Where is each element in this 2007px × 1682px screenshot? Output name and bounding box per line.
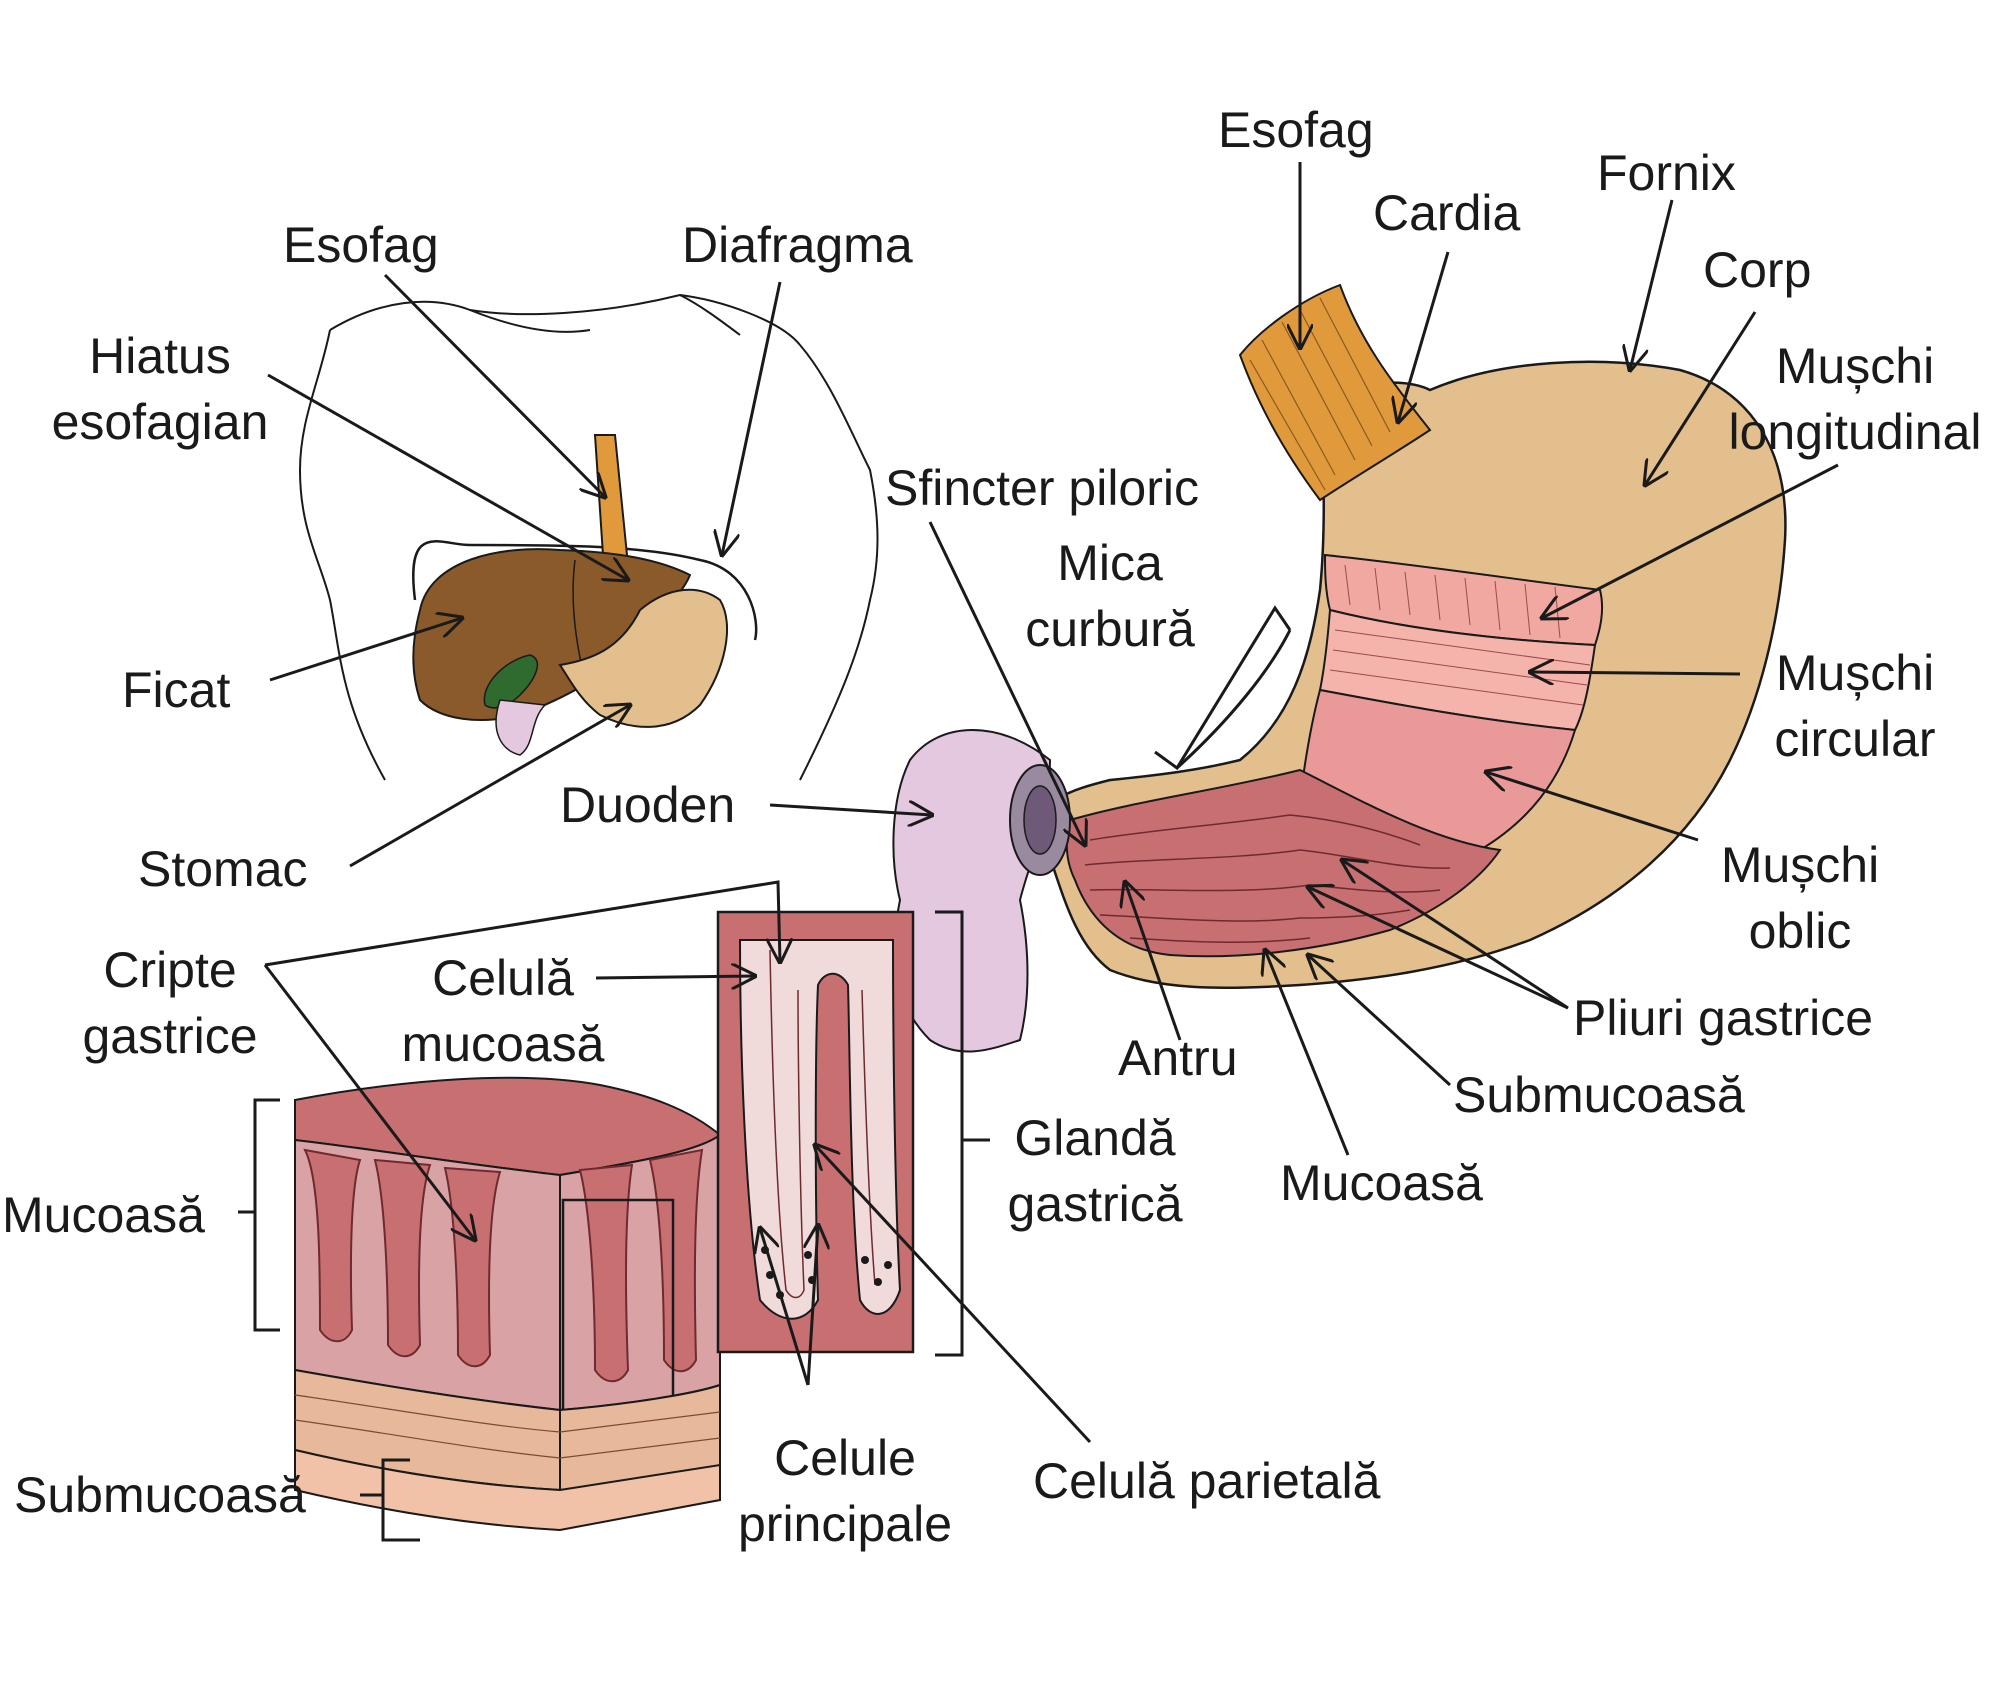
label-cardia: Cardia [1373,185,1521,241]
label-oblique-muscle-line2: oblic [1748,903,1852,959]
label-stomach-body: Stomac [138,841,308,897]
label-mucous-cell-line1: Celulă [432,950,574,1006]
label-diaphragm: Diafragma [682,217,913,273]
label-mucosa-stomach: Mucoasă [1280,1155,1483,1211]
label-mucous-cell-line2: mucoasă [401,1016,605,1072]
label-antrum: Antru [1118,1030,1238,1086]
gastric-folds [1084,814,1451,943]
label-mucosa-tissue: Mucoasă [2,1187,205,1243]
torso-outline [298,293,879,781]
tissue-block-muscularis [294,1448,721,1532]
body-intestine [495,699,547,756]
label-parietal-cell: Celulă parietală [1033,1453,1381,1509]
label-longitudinal-muscle-line1: Mușchi [1775,338,1935,394]
brackets [253,605,1292,1542]
label-gastric-folds: Pliuri gastrice [1573,990,1874,1046]
label-chief-cells-line1: Celule [774,1430,916,1486]
label-submucosa-tissue: Submucoasă [14,1467,306,1523]
label-hiatus-line2: esofagian [51,394,269,450]
leader-lines [238,162,1839,1497]
label-liver: Ficat [122,662,231,718]
label-duodenum: Duoden [560,777,736,833]
label-lesser-curvature-line2: curbură [1025,601,1195,657]
label-circular-muscle-line1: Mușchi [1775,645,1935,701]
label-submucosa-stomach: Submucoasă [1453,1067,1745,1123]
label-oblique-muscle-line1: Mușchi [1720,837,1880,893]
body-stomach [558,588,728,728]
pyloric-opening [1023,785,1057,855]
label-pyloric-sphincter: Sfincter piloric [885,460,1199,516]
label-fornix: Fornix [1597,145,1736,201]
label-lesser-curvature-line1: Mica [1057,535,1163,591]
label-body-esophagus: Esofag [283,217,439,273]
label-chief-cells-line2: principale [737,1496,952,1552]
label-gastric-gland-line1: Glandă [1014,1110,1176,1166]
label-gastric-crypts-line1: Cripte [103,942,237,998]
label-longitudinal-muscle-line2: longitudinal [1728,404,1982,460]
label-circular-muscle-line2: circular [1774,711,1936,767]
label-esophagus: Esofag [1218,102,1374,158]
label-gastric-gland-line2: gastrică [1007,1176,1183,1232]
label-hiatus-line1: Hiatus [89,328,231,384]
label-body: Corp [1703,242,1812,298]
diaphragm-outline [412,540,758,641]
gastric-crypts [303,1148,704,1383]
submucosa-layers [294,1394,721,1459]
gland-lumen [769,949,876,1299]
label-gastric-crypts-line2: gastrice [82,1008,258,1064]
